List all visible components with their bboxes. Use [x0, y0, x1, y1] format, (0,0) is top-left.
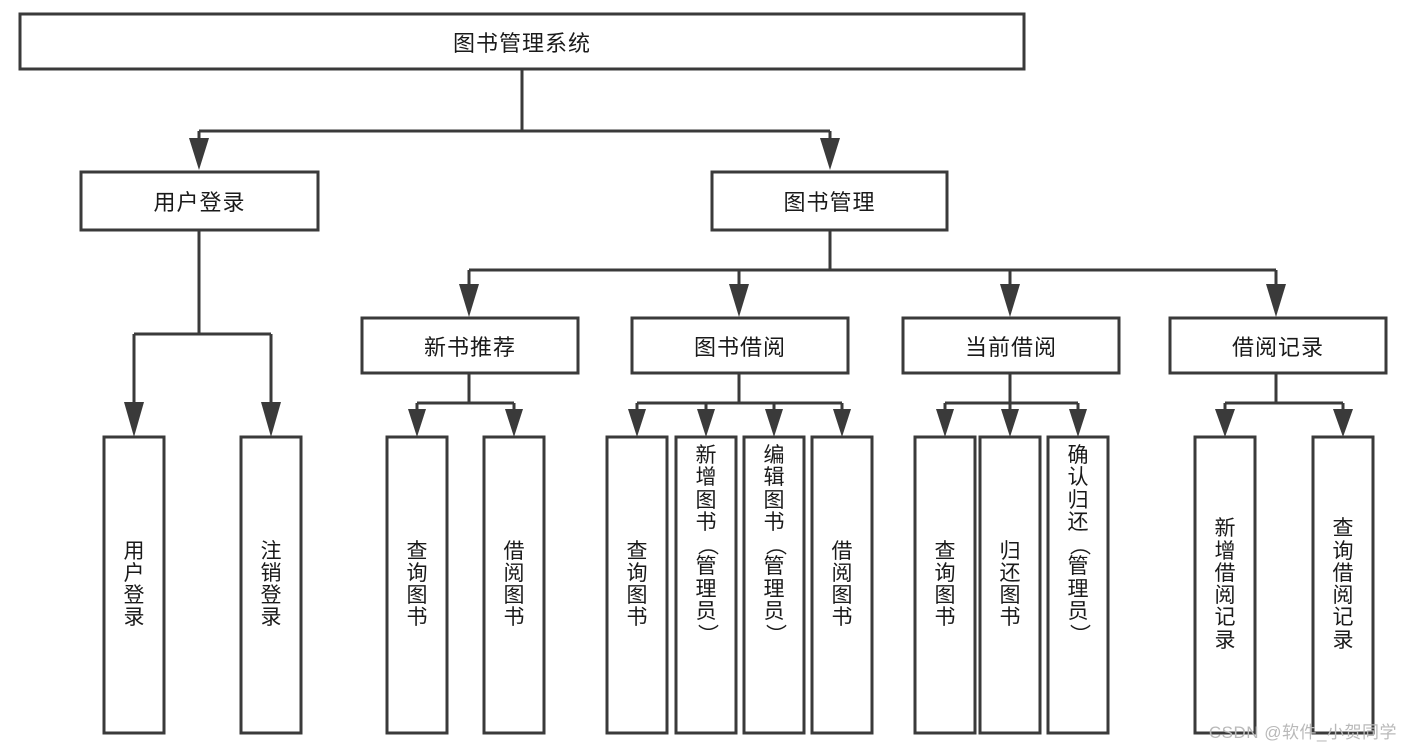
- node-box-leaf-borrow-book-2[interactable]: [810, 435, 874, 735]
- arrowhead-leaf-add-record-icon: [1215, 409, 1235, 437]
- arrowhead-leaf-query-record-icon: [1333, 409, 1353, 437]
- arrowhead-leaf-logout-icon: [261, 402, 281, 437]
- arrowhead-current-borrow-icon: [1000, 284, 1020, 317]
- node-box-leaf-query-book-1[interactable]: [385, 435, 449, 735]
- arrowhead-leaf-query-book-3-icon: [936, 409, 954, 437]
- arrowhead-new-book-recommend-icon: [459, 284, 479, 317]
- node-box-current-borrow[interactable]: [901, 316, 1121, 375]
- arrowhead-leaf-query-book-1-icon: [408, 409, 426, 437]
- arrowhead-user-login-icon: [189, 138, 209, 170]
- arrowhead-borrow-record-icon: [1266, 284, 1286, 317]
- node-box-leaf-edit-book[interactable]: [742, 435, 806, 735]
- node-box-leaf-confirm-return[interactable]: [1046, 435, 1110, 735]
- arrowhead-leaf-borrow-book-1-icon: [505, 409, 523, 437]
- arrowhead-book-manage-icon: [820, 138, 840, 170]
- arrowhead-leaf-user-login-icon: [124, 402, 144, 437]
- node-box-leaf-borrow-book-1[interactable]: [482, 435, 546, 735]
- node-box-leaf-query-record[interactable]: [1311, 435, 1375, 735]
- node-box-leaf-add-record[interactable]: [1193, 435, 1257, 735]
- arrowhead-leaf-query-book-2-icon: [628, 409, 646, 437]
- node-box-user-login[interactable]: [79, 170, 320, 232]
- node-box-leaf-user-login[interactable]: [102, 435, 166, 735]
- arrowhead-leaf-return-book-icon: [1001, 409, 1019, 437]
- node-box-new-book-recommend[interactable]: [360, 316, 580, 375]
- node-box-leaf-query-book-3[interactable]: [913, 435, 977, 735]
- arrowhead-leaf-add-book-icon: [697, 409, 715, 437]
- node-box-leaf-query-book-2[interactable]: [605, 435, 669, 735]
- arrowhead-leaf-edit-book-icon: [765, 409, 783, 437]
- node-box-root[interactable]: [18, 12, 1026, 71]
- arrowhead-leaf-borrow-book-2-icon: [833, 409, 851, 437]
- node-box-leaf-logout[interactable]: [239, 435, 303, 735]
- node-box-book-borrow[interactable]: [630, 316, 850, 375]
- node-box-book-manage[interactable]: [710, 170, 949, 232]
- node-box-leaf-return-book[interactable]: [978, 435, 1042, 735]
- arrowhead-book-borrow-icon: [729, 284, 749, 317]
- node-box-borrow-record[interactable]: [1168, 316, 1388, 375]
- arrowhead-leaf-confirm-return-icon: [1069, 409, 1087, 437]
- node-box-leaf-add-book[interactable]: [674, 435, 738, 735]
